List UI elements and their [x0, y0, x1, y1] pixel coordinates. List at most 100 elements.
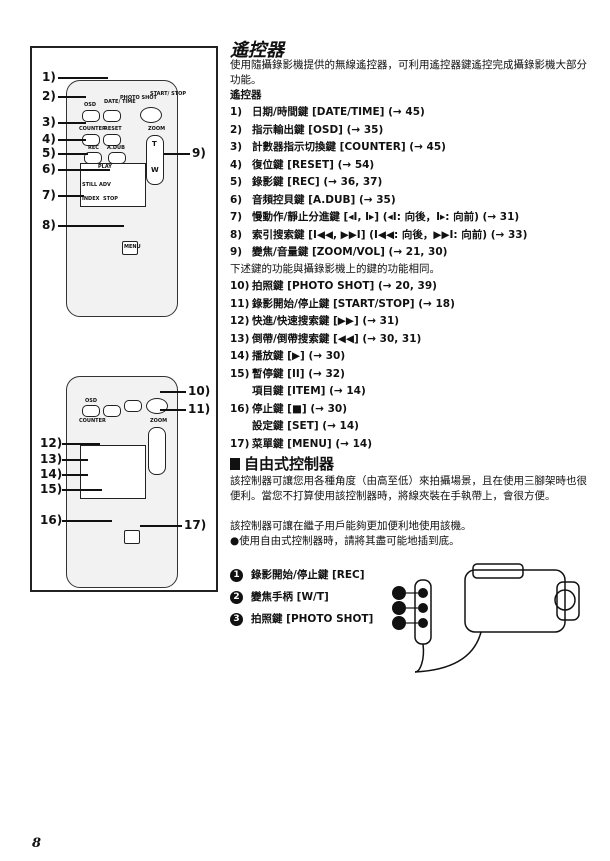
list-item: 1)日期/時間鍵 [DATE/TIME] (→ 45) [230, 106, 425, 118]
list-item: 9)變焦/音量鍵 [ZOOM/VOL] (→ 21, 30) [230, 246, 448, 258]
leader-line [62, 443, 100, 445]
intro-paragraph: 使用隨攝錄影機提供的無線遙控器，可利用遙控器鍵遙控完成攝錄影機大部分功能。 [230, 59, 587, 86]
leader-line [58, 96, 86, 98]
remote-label-osd: OSD [84, 102, 97, 108]
leader-line [164, 153, 190, 155]
button-list: 1)日期/時間鍵 [DATE/TIME] (→ 45) 2)指示輸出鍵 [OSD… [230, 104, 527, 262]
list-item: 2)指示輸出鍵 [OSD] (→ 35) [230, 123, 384, 136]
note-paragraph: 下述鍵的功能與攝錄影機上的鍵的功能相同。 [230, 263, 440, 275]
leader-line [160, 391, 186, 393]
callout-11: 11) [188, 402, 211, 416]
camcorder-illustration [392, 563, 580, 673]
callout-12: 12) [40, 436, 63, 450]
list-item: 12)快進/快速搜索鍵 [▶▶] (→ 31) [230, 315, 400, 327]
osd-button [82, 405, 100, 417]
callout-10: 10) [188, 384, 211, 398]
remote-label-reset: RESET [104, 126, 122, 132]
leader-line [58, 225, 124, 227]
callout-13: 13) [40, 452, 63, 466]
remote-label-photo: PHOTO SHOT [120, 95, 157, 101]
list-item: 17)菜單鍵 [MENU] (→ 14) [230, 437, 373, 450]
photo-shot-button [103, 110, 121, 122]
list-item: 11)錄影開始/停止鍵 [START/STOP] (→ 18) [230, 297, 455, 310]
leader-line [140, 525, 182, 527]
zoom-t-label: T [152, 140, 157, 148]
list-item: 5)錄影鍵 [REC] (→ 36, 37) [230, 176, 383, 188]
list-item: 6)音頻控貝鍵 [A.DUB] (→ 35) [230, 193, 396, 206]
remote-label-index: INDEX [82, 196, 100, 202]
date-time-button-2 [103, 405, 121, 417]
list-item: 設定鍵 [SET] (→ 14) [252, 420, 359, 432]
reset-button [103, 134, 121, 146]
callout-16: 16) [40, 513, 63, 527]
page-title: 遙控器 [230, 40, 284, 61]
transport-buttons-bottom [80, 445, 146, 499]
section-marker [230, 458, 240, 470]
photo-shot-button-2 [124, 400, 142, 412]
list-item: 4)復位鍵 [RESET] (→ 54) [230, 158, 375, 171]
date-time-button [82, 110, 100, 122]
remote-label-still: STILL ADV [82, 182, 111, 188]
callout-3: 3) [42, 115, 56, 129]
remote-label-adub: A.DUB [107, 145, 125, 151]
zoom-rocker-2 [148, 427, 166, 475]
zoom-w-label: W [151, 166, 159, 174]
list-item: 8)索引搜索鍵 [I◀◀, ▶▶I] (I◀◀: 向後，▶▶I: 向前) (→ … [230, 228, 528, 241]
callout-2: 2) [42, 89, 56, 103]
leader-line [58, 169, 110, 171]
list-item: 7)慢動作/靜止分進鍵 [◂I, I▸] (◂I: 向後，I▸: 向前) (→ … [230, 211, 520, 223]
list-item: 3)計數器指示切換鍵 [COUNTER] (→ 45) [230, 141, 446, 153]
leader-line [58, 122, 86, 124]
menu-button [122, 241, 138, 255]
callout-1: 1) [42, 70, 56, 84]
list-item: 10)拍照鍵 [PHOTO SHOT] (→ 20, 39) [230, 280, 437, 292]
remote-label-zoom-2: ZOOM [150, 418, 168, 424]
list-item: 14)播放鍵 [▶] (→ 30) [230, 350, 346, 362]
section-bullet: ●使用自由式控制器時，請將其盡可能地插到底。 [230, 535, 460, 547]
remote-label-start: START/ STOP [150, 91, 187, 97]
leader-line [58, 195, 84, 197]
button-list-2: 10)拍照鍵 [PHOTO SHOT] (→ 20, 39) 11)錄影開始/停… [230, 278, 455, 453]
remote-label-counter: COUNTER [79, 126, 106, 132]
section-heading: 自由式控制器 [230, 453, 334, 474]
callout-5: 5) [42, 146, 56, 160]
list-item: 15)暫停鍵 [II] (→ 32) [230, 367, 345, 380]
subheading: 遙控器 [230, 89, 262, 101]
callout-17: 17) [184, 518, 207, 532]
leader-line [62, 459, 88, 461]
page-number: 8 [32, 836, 42, 851]
start-stop-button [140, 107, 162, 123]
section-paragraph: 該控制器可讓您用各種角度（由高至低）來拍攝場景，且在使用三腳架時也很便利。當您不… [230, 475, 587, 502]
remote-label-menu: MENU [124, 244, 141, 250]
remote-label-osd-2: OSD [85, 398, 98, 404]
remote-label-play: PLAY [98, 164, 112, 170]
list-item: 項目鍵 [ITEM] (→ 14) [252, 385, 366, 397]
menu-button-2 [124, 530, 140, 544]
remote-label-rec: REC [88, 145, 99, 151]
leader-line [58, 77, 108, 79]
list-item: 16)停止鍵 [■] (→ 30) [230, 402, 347, 415]
leader-line [62, 520, 112, 522]
callout-4: 4) [42, 132, 56, 146]
callout-6: 6) [42, 162, 56, 176]
leader-line [160, 409, 186, 411]
callout-14: 14) [40, 467, 63, 481]
leader-line [62, 474, 88, 476]
zoom-rocker [146, 135, 164, 185]
callout-7: 7) [42, 188, 56, 202]
remote-label-zoom: ZOOM [148, 126, 166, 132]
callout-15: 15) [40, 482, 63, 496]
remote-label-stop: STOP [103, 196, 118, 202]
start-stop-button-2 [146, 398, 168, 414]
leader-line [58, 153, 88, 155]
remote-label-date: DATE/ TIME [104, 99, 136, 105]
remote-label-counter-2: COUNTER [79, 418, 106, 424]
leader-line [58, 139, 86, 141]
list-item: 13)倒帶/倒帶搜索鍵 [◀◀] (→ 30, 31) [230, 332, 422, 345]
callout-9: 9) [192, 146, 206, 160]
callout-8: 8) [42, 218, 56, 232]
